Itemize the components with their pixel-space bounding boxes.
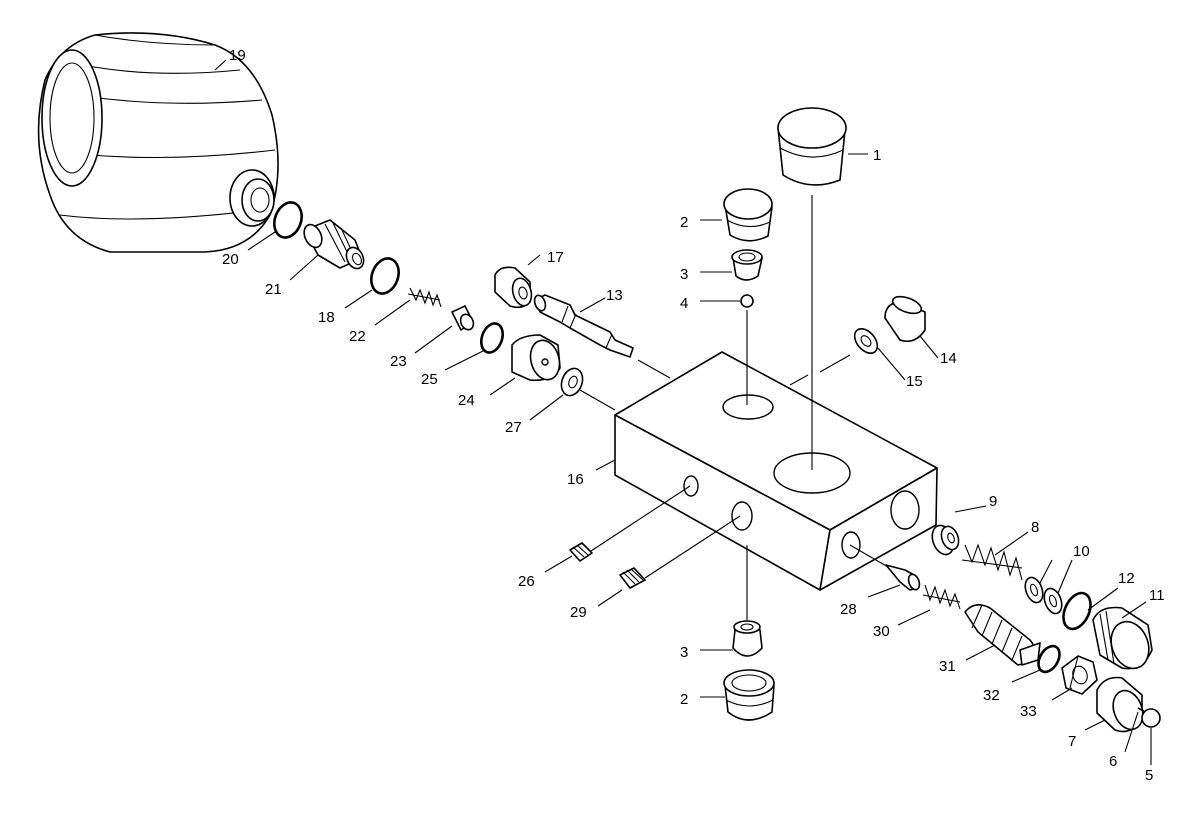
- label-26: 26: [518, 573, 535, 590]
- part-10-washers: [1024, 576, 1063, 615]
- part-2-cap-top: [723, 188, 773, 242]
- part-27-washer: [560, 367, 584, 397]
- part-4-ball: [740, 294, 754, 308]
- part-1-large-cap: [777, 107, 847, 186]
- label-32: 32: [983, 687, 1000, 704]
- part-20-o-ring: [273, 201, 303, 239]
- part-25-o-ring: [479, 322, 505, 354]
- label-11: 11: [1149, 587, 1165, 604]
- label-7: 7: [1068, 733, 1076, 750]
- label-21: 21: [265, 281, 282, 298]
- part-26-set-screw: [569, 542, 593, 562]
- label-18: 18: [318, 309, 335, 326]
- part-3-seat-top: [731, 249, 763, 281]
- label-29: 29: [570, 604, 587, 621]
- leader-lines: [214, 59, 1152, 765]
- part-16-valve-block: [614, 351, 938, 591]
- part-7-knob: [1096, 676, 1144, 733]
- part-2-cap-bottom: [723, 669, 775, 721]
- label-30: 30: [873, 623, 890, 640]
- label-15: 15: [906, 373, 923, 390]
- part-5-ball: [1141, 708, 1161, 728]
- part-3-seat-bottom: [732, 620, 763, 657]
- part-19-accumulator: [37, 32, 279, 253]
- part-24-piston: [511, 334, 561, 382]
- part-22-spring: [407, 287, 442, 308]
- label-5: 5: [1145, 767, 1153, 784]
- label-16: 16: [567, 471, 584, 488]
- label-20: 20: [222, 251, 239, 268]
- label-17: 17: [547, 249, 564, 266]
- label-27: 27: [505, 419, 522, 436]
- label-1: 1: [873, 147, 881, 164]
- part-11-end-cap: [1092, 606, 1153, 670]
- part-18-o-ring: [370, 257, 400, 295]
- part-9-seat: [931, 524, 960, 556]
- label-8: 8: [1031, 519, 1039, 536]
- part-13-valve-stem: [533, 294, 634, 358]
- part-21-fitting: [303, 219, 365, 270]
- label-25: 25: [421, 371, 438, 388]
- part-number-labels: 19 20 21 18 22 23 25 24 27 16 17 13 1 2 …: [222, 47, 1165, 784]
- label-22: 22: [349, 328, 366, 345]
- part-32-o-ring: [1037, 644, 1061, 674]
- label-24: 24: [458, 392, 475, 409]
- part-14-plug: [884, 295, 926, 343]
- part-17-nut: [494, 266, 533, 309]
- label-28: 28: [840, 601, 857, 618]
- label-10: 10: [1073, 543, 1090, 560]
- label-12: 12: [1118, 570, 1135, 587]
- label-3-bottom: 3: [680, 644, 688, 661]
- label-23: 23: [390, 353, 407, 370]
- label-9: 9: [989, 493, 997, 510]
- part-23-sleeve: [451, 305, 475, 331]
- label-2-bottom: 2: [680, 691, 688, 708]
- label-19: 19: [229, 47, 246, 64]
- part-33-hex-nut: [1061, 655, 1098, 695]
- part-28-needle: [885, 564, 921, 591]
- part-8-spring: [961, 543, 1023, 581]
- part-30-spring: [922, 584, 961, 610]
- label-31: 31: [939, 658, 956, 675]
- assembly-axis-lines: [579, 195, 889, 620]
- label-33: 33: [1020, 703, 1037, 720]
- label-14: 14: [940, 350, 957, 367]
- label-2-top: 2: [680, 214, 688, 231]
- label-4: 4: [680, 295, 688, 312]
- label-3-top: 3: [680, 266, 688, 283]
- label-6: 6: [1109, 753, 1117, 770]
- part-15-washer: [853, 328, 879, 354]
- part-31-adjusting-screw: [964, 604, 1041, 666]
- part-29-set-screw: [619, 567, 646, 589]
- label-13: 13: [606, 287, 623, 304]
- part-12-o-ring: [1062, 591, 1092, 631]
